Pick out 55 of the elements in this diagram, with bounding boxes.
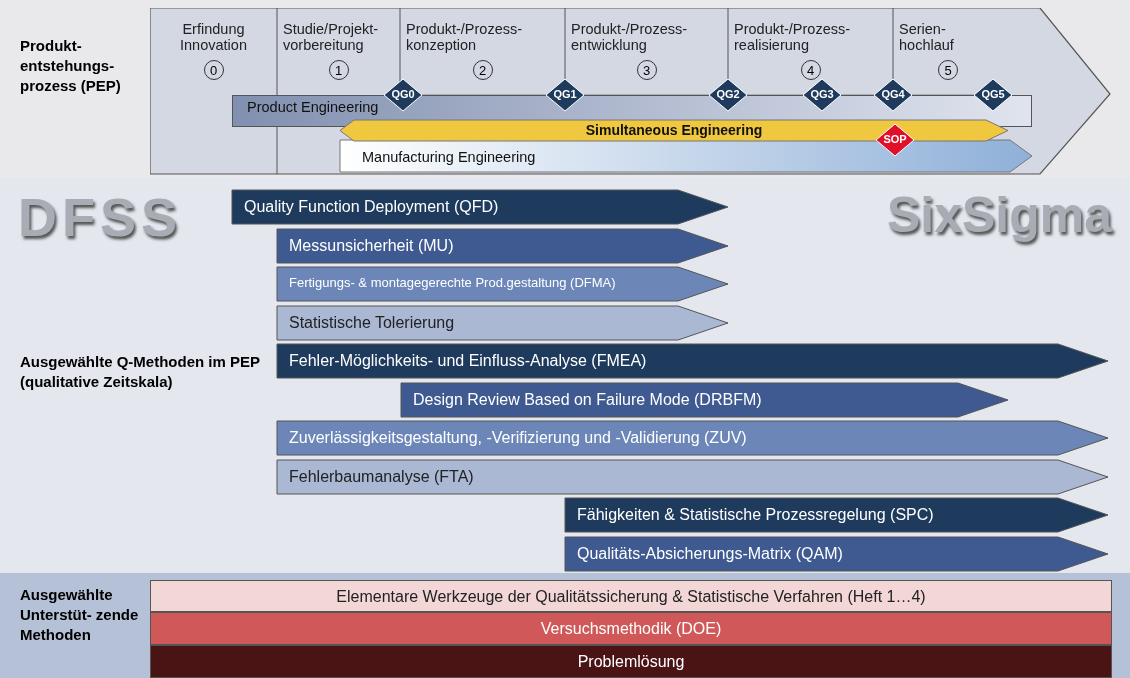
method-bar xyxy=(232,190,728,224)
phase-title: Serien- hochlauf xyxy=(898,21,955,53)
quality-gate-diamond xyxy=(803,79,841,111)
quality-gate-diamond xyxy=(546,79,584,111)
gate-label: QG3 xyxy=(809,88,835,100)
bar-label: Product Engineering xyxy=(247,99,379,115)
phase-title: Produkt-/Prozess- konzeption xyxy=(405,21,524,53)
bar-label: Fähigkeiten & Statistische Prozessregelung (SPC) xyxy=(577,506,934,524)
gate-label: QG4 xyxy=(880,88,906,100)
bar-label: Design Review Based on Failure Mode (DRBFM) xyxy=(413,391,762,409)
gate-label: QG5 xyxy=(980,88,1006,100)
quality-gate-diamond xyxy=(874,79,912,111)
milestone-diamond xyxy=(876,124,914,156)
method-bar xyxy=(277,229,728,263)
method-bar xyxy=(401,383,1008,417)
section-heading: Produkt- entstehungs- prozess (PEP) xyxy=(20,36,122,96)
band-label: Versuchsmethodik (DOE) xyxy=(539,620,723,638)
quality-gate-diamond xyxy=(384,79,422,111)
phase-title: Studie/Projekt- vorbereitung xyxy=(282,21,380,53)
bar-label: Fehler-Möglichkeits- und Einfluss-Analyse (FMEA) xyxy=(289,352,647,370)
method-band xyxy=(150,580,1112,612)
method-bar xyxy=(277,421,1108,455)
gate-label: QG1 xyxy=(552,88,578,100)
gate-label: QG0 xyxy=(390,88,416,100)
band-label: Elementare Werkzeuge der Qualitätssicherung & Statistische Verfahren (Heft 1…4) xyxy=(335,588,927,606)
watermark-title: SixSigma xyxy=(886,186,1112,244)
watermark-title: DFSS xyxy=(18,186,183,248)
section-heading: Ausgewählte Unterstüt- zende Methoden xyxy=(20,585,140,645)
quality-gate-diamond xyxy=(709,79,747,111)
section-heading: Ausgewählte Q-Methoden im PEP (qualitative Zeitskala) xyxy=(20,352,261,392)
method-bar xyxy=(565,498,1108,532)
band-label: Problemlösung xyxy=(576,653,686,671)
method-bar xyxy=(277,344,1108,378)
method-band xyxy=(150,612,1112,645)
bar-label: Zuverlässigkeitsgestaltung, -Verifizierung und -Validierung (ZUV) xyxy=(289,429,747,447)
method-bar xyxy=(277,460,1108,494)
bar-label: Fehlerbaumanalyse (FTA) xyxy=(289,468,474,486)
bar-label: Qualitäts-Absicherungs-Matrix (QAM) xyxy=(577,545,843,563)
bar-label: Statistische Tolerierung xyxy=(289,314,455,332)
method-bar xyxy=(277,306,728,340)
engineering-band xyxy=(340,120,1008,141)
method-bar xyxy=(277,267,728,301)
phase-title: Erfindung Innovation xyxy=(179,21,248,53)
bar-label: Messunsicherheit (MU) xyxy=(289,237,454,255)
phase-title: Produkt-/Prozess- entwicklung xyxy=(570,21,689,53)
bar-label: Simultaneous Engineering xyxy=(584,122,764,138)
bar-label: Fertigungs- & montagegerechte Prod.gestaltung (DFMA) xyxy=(289,275,616,290)
bar-label: Quality Function Deployment (QFD) xyxy=(244,198,499,216)
method-band xyxy=(150,645,1112,678)
gate-label: SOP xyxy=(882,133,908,145)
phase-title: Produkt-/Prozess- realisierung xyxy=(733,21,852,53)
bar-label: Manufacturing Engineering xyxy=(362,149,536,165)
quality-gate-diamond xyxy=(974,79,1012,111)
gate-label: QG2 xyxy=(715,88,741,100)
method-bar xyxy=(565,537,1108,571)
